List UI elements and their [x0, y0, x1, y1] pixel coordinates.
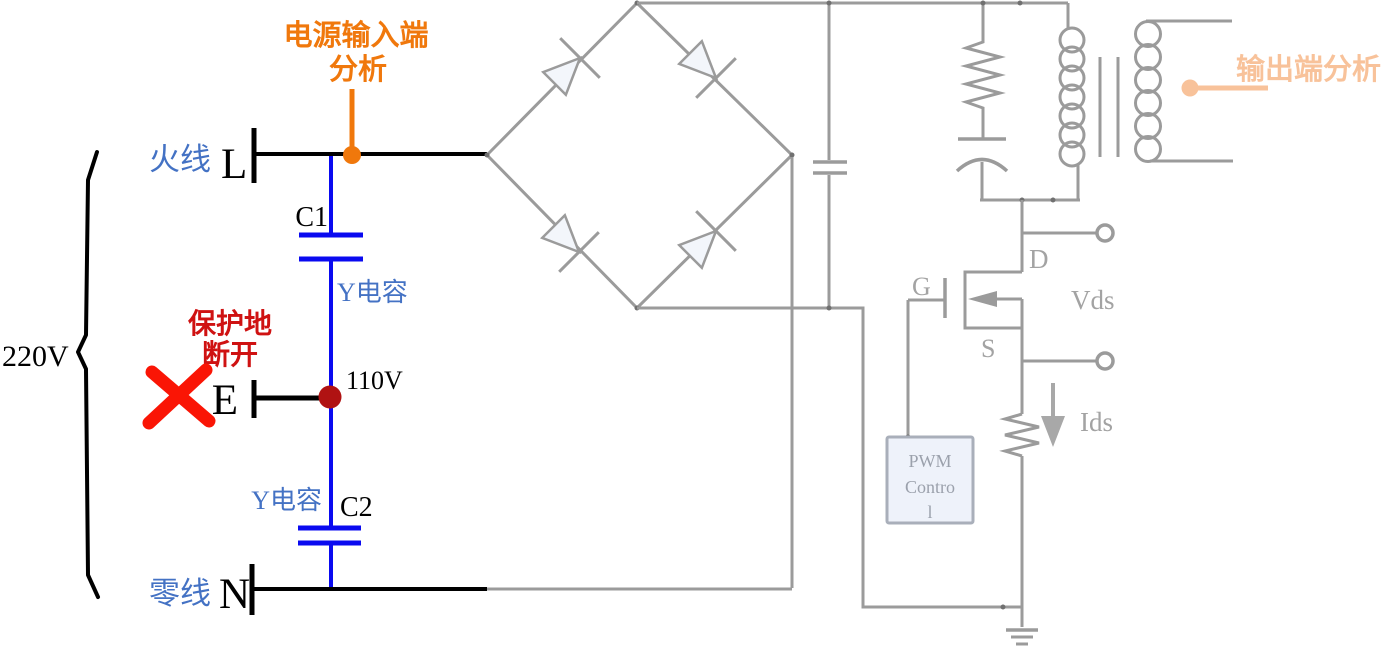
drain-probe-terminal — [1095, 223, 1115, 243]
vds-label: Vds — [1071, 285, 1115, 315]
primary-winding — [1058, 26, 1086, 168]
live-wire-label: 火线 — [149, 142, 211, 177]
junction-dot — [826, 305, 832, 311]
neutral-letter: N — [219, 571, 250, 618]
fault-label-line1: 保护地 — [188, 308, 272, 340]
ids-arrow-head — [1041, 416, 1065, 447]
output-callout-label: 输出端分析 — [1236, 52, 1381, 86]
junction-dot — [484, 152, 490, 158]
bridge-diode-top-left — [540, 37, 601, 98]
snubber-resistor — [960, 3, 1006, 139]
bridge-rectifier — [484, 0, 795, 311]
earth-letter: E — [212, 377, 238, 424]
dc-bus — [637, 0, 1068, 609]
source-probe-terminal — [1095, 351, 1115, 371]
c2-type-label: Y电容 — [251, 486, 322, 515]
live-line: 火线 L — [149, 128, 487, 188]
fault-label-line2: 断开 — [202, 338, 258, 371]
pwm-box — [885, 435, 975, 525]
drain-label: D — [1029, 244, 1049, 274]
y-capacitor-chain: C1 Y电容 Y电容 C2 — [251, 156, 408, 588]
pwm-label-line1: PWM — [908, 451, 951, 471]
midpoint-voltage-label: 110V — [346, 366, 403, 395]
bridge-diode-bottom-right — [676, 210, 737, 271]
input-callout-line2: 分析 — [329, 53, 387, 86]
ground-icon — [1006, 628, 1038, 646]
mosfet-channel — [963, 270, 1022, 330]
body-arrow-head — [968, 291, 997, 307]
snubber-cap-plate-curved — [955, 157, 1009, 173]
junction-dot — [1000, 604, 1006, 610]
pwm-label-line2: Contro — [905, 477, 955, 497]
c1-type-label: Y电容 — [337, 278, 408, 307]
rc-snubber — [955, 0, 1080, 203]
ids-label: Ids — [1080, 407, 1113, 437]
pwm-label-line3: l — [927, 502, 932, 522]
negative-rail — [637, 306, 1022, 609]
pwm-controller: PWM Contro l — [885, 435, 975, 525]
junction-dot — [1017, 0, 1023, 6]
sense-resistor — [999, 412, 1040, 458]
curly-brace — [76, 150, 100, 599]
ground-fault-callout: 保护地 断开 — [142, 308, 272, 430]
mains-voltage-label: 220V — [2, 340, 69, 373]
junction-dot — [1050, 197, 1056, 203]
secondary-winding — [1134, 20, 1162, 163]
junction-dot — [826, 0, 832, 6]
red-cross-icon — [142, 363, 213, 430]
bridge-diamond — [484, 0, 795, 311]
transformer — [1058, 3, 1233, 200]
live-letter: L — [221, 141, 247, 188]
bridge-diode-bottom-left — [539, 212, 600, 273]
neutral-wire-label: 零线 — [149, 576, 211, 611]
input-probe-dot — [343, 146, 361, 164]
output-analysis-callout: 输出端分析 — [1181, 52, 1381, 97]
mains-voltage-brace: 220V — [2, 150, 100, 599]
mosfet-stage: D G S Vds Ids — [905, 200, 1115, 646]
gate-label: G — [912, 272, 931, 301]
input-callout-line1: 电源输入端 — [283, 18, 428, 52]
input-analysis-callout: 电源输入端 分析 — [283, 18, 429, 164]
junction-dot — [980, 0, 986, 6]
c1-label: C1 — [295, 202, 328, 233]
earth-terminal: E 110V — [212, 366, 403, 424]
bridge-diode-top-right — [676, 38, 737, 99]
source-label: S — [981, 334, 995, 363]
midpoint-node-dot — [318, 385, 342, 409]
neutral-line: 零线 N — [149, 564, 792, 618]
c2-label: C2 — [340, 492, 373, 523]
junction-dot — [789, 152, 795, 158]
